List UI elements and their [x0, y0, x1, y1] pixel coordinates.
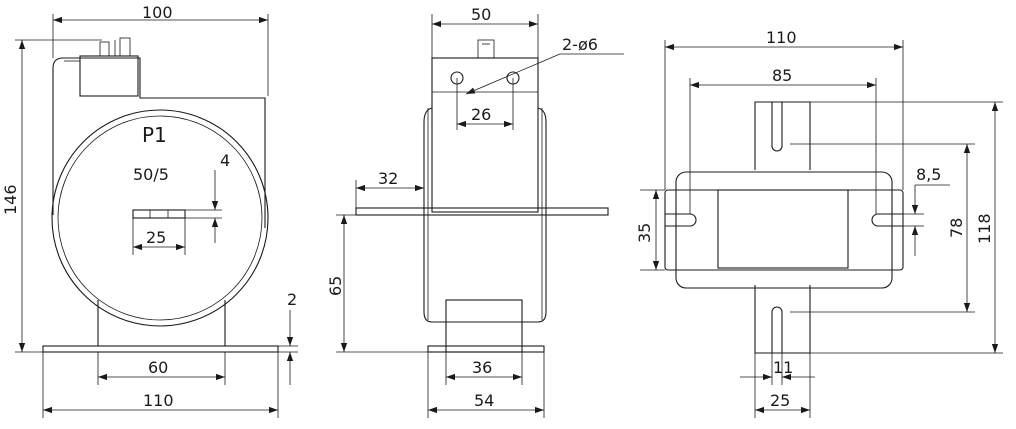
- side-core-body: [423, 107, 547, 323]
- dim-side-bar-height: 65: [326, 276, 345, 296]
- side-terminal-tab: [477, 39, 495, 59]
- side-bottom-foot: [445, 299, 523, 353]
- bottom-dimensions: 110 85 8,5 35 78 118 11: [635, 28, 1003, 418]
- side-top-block: [431, 57, 539, 213]
- front-dimensions: 100 146 4 25 2 60 110: [1, 3, 298, 418]
- front-terminal-tab-2: [119, 37, 131, 57]
- front-slot: [132, 209, 186, 219]
- bottom-main-plate: [664, 189, 904, 271]
- front-terminal-block: [79, 55, 139, 97]
- note-side-holes: 2-ø6: [562, 35, 598, 54]
- dim-front-width-top: 100: [142, 3, 173, 22]
- dim-bottom-outer-width: 110: [766, 28, 797, 47]
- dim-front-base-width: 110: [143, 391, 174, 410]
- dim-bottom-height-78: 78: [947, 218, 966, 238]
- front-core-circle-inner: [57, 115, 263, 321]
- front-core-circle-outer: [51, 109, 269, 327]
- dim-bottom-height-35: 35: [635, 223, 654, 243]
- front-label-ratio: 50/5: [133, 165, 169, 184]
- dim-side-bottom-outer: 54: [474, 391, 494, 410]
- front-view: P1 50/5: [42, 37, 279, 353]
- side-dimensions: 50 2-ø6 26 32 65 36 54: [326, 5, 624, 418]
- side-view: [355, 39, 609, 353]
- dim-front-height: 146: [1, 184, 20, 215]
- dim-side-bar-protrusion: 32: [378, 169, 398, 188]
- dim-front-slot-height: 4: [220, 151, 230, 170]
- dim-front-slot-width: 25: [146, 228, 166, 247]
- bottom-view: [664, 101, 904, 354]
- side-bus-bar: [355, 207, 609, 216]
- dim-front-foot-thickness: 2: [287, 290, 297, 309]
- bottom-slot-right: [871, 213, 903, 227]
- dim-bottom-slot-spacing: 85: [772, 66, 792, 85]
- bottom-center-block: [717, 189, 849, 269]
- front-base-plate: [42, 345, 279, 353]
- front-terminal-tab-1: [99, 41, 110, 57]
- bottom-housing: [675, 171, 893, 289]
- dim-side-hole-spacing: 26: [471, 105, 491, 124]
- dim-bottom-height-118: 118: [975, 213, 994, 244]
- dim-bottom-terminal-slot: 11: [773, 358, 793, 377]
- front-label-name: P1: [142, 123, 167, 147]
- bottom-slot-left: [665, 213, 697, 227]
- front-housing-outline: [52, 57, 266, 228]
- dim-bottom-slot-width: 8,5: [916, 165, 941, 184]
- dim-side-top-width: 50: [471, 5, 491, 24]
- side-base-plate: [427, 345, 545, 353]
- dim-bottom-terminal-width: 25: [770, 391, 790, 410]
- dim-side-bottom-inner: 36: [472, 358, 492, 377]
- dim-front-leg-spacing: 60: [148, 358, 168, 377]
